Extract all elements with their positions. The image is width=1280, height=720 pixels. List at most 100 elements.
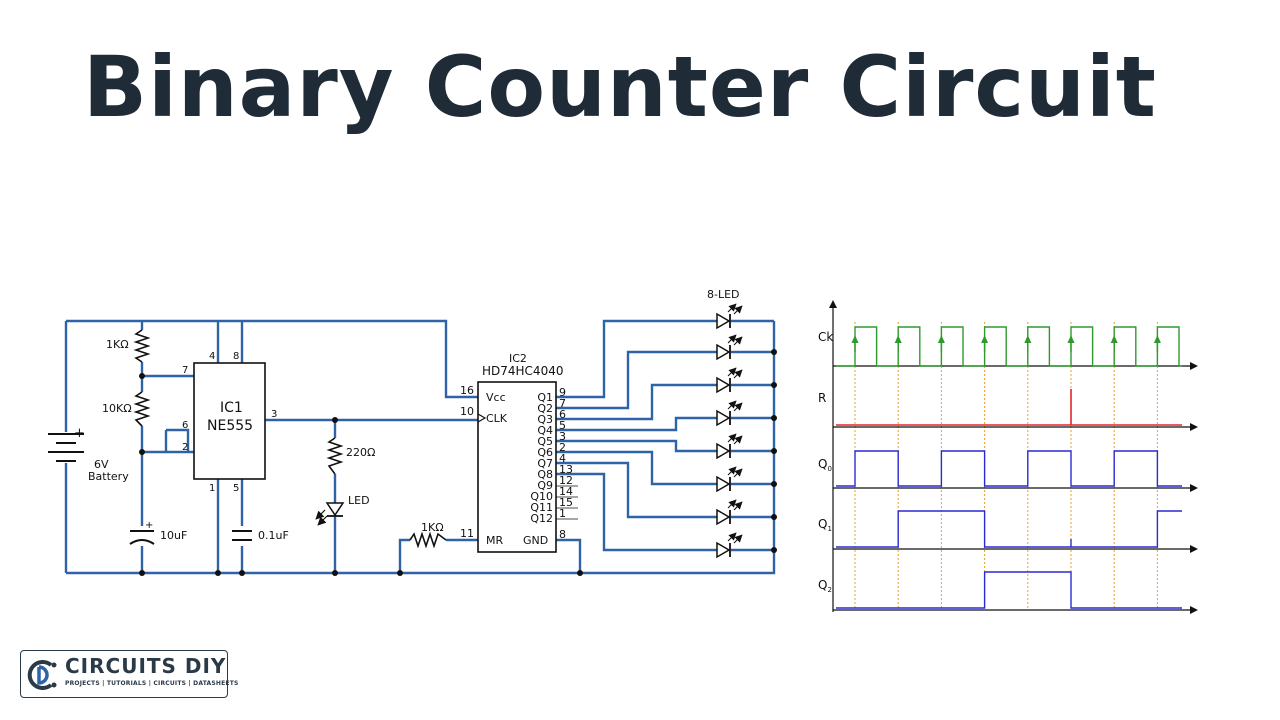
c1-plus: +	[145, 520, 153, 531]
wires	[64, 319, 776, 575]
output-led-5	[716, 433, 743, 460]
output-led-6	[716, 466, 743, 493]
q2-waveform	[836, 571, 1182, 609]
ic2-pin-label-q7: Q7	[537, 457, 553, 470]
ic2-gnd-label: GND	[523, 534, 548, 547]
signal-axis-arrow	[1190, 423, 1198, 431]
signal-label-2: Q0	[818, 457, 832, 473]
reset-waveform	[836, 389, 1182, 426]
indicator-led-symbol	[315, 502, 345, 526]
clk-edge-marker	[477, 413, 487, 423]
page-title: Binary Counter Circuit	[83, 38, 1157, 136]
ic2-pin-num-4: 4	[559, 452, 566, 465]
q1-waveform	[836, 510, 1182, 548]
ic2-body	[477, 381, 557, 553]
output-led-2	[716, 334, 743, 361]
c1-label: 10uF	[160, 529, 187, 542]
ic2-pin-num-7: 7	[559, 397, 566, 410]
q0-waveform	[836, 450, 1182, 487]
signal-axis-arrow	[1190, 484, 1198, 492]
battery-name-label: Battery	[88, 470, 129, 483]
ic2-ref: IC2	[509, 352, 527, 365]
ic1-pin-8: 8	[233, 351, 239, 362]
logo-brand: CIRCUITS DIY	[65, 654, 227, 678]
ic2-pin-num-3: 3	[559, 430, 566, 443]
ic1-pin-3: 3	[271, 409, 277, 420]
r1-label: 1KΩ	[106, 338, 129, 351]
r2-label: 10KΩ	[102, 402, 132, 415]
r4-label: 1KΩ	[421, 521, 444, 534]
capacitor-c1	[129, 530, 155, 545]
ic2-pin-num-9: 9	[559, 386, 566, 399]
ic1-pin-2: 2	[182, 442, 188, 453]
ic1-pin-7: 7	[182, 365, 188, 376]
ic2-pin-label-q11: Q11	[530, 501, 553, 514]
ic2-pin-label-q4: Q4	[537, 424, 553, 437]
ic2-pin-num-5: 5	[559, 419, 566, 432]
clock-waveform	[836, 326, 1182, 367]
ic2-pin-num-13: 13	[559, 463, 573, 476]
signal-label-3: Q1	[818, 517, 832, 533]
ic1-pin-4: 4	[209, 351, 215, 362]
signal-label-4: Q2	[818, 578, 832, 594]
ic2-pin-num-15: 15	[559, 496, 573, 509]
ic1-part: NE555	[207, 418, 253, 434]
circuits-diy-logo[interactable]: CIRCUITS DIY PROJECTS | TUTORIALS | CIRC…	[20, 650, 238, 698]
led-array	[716, 303, 743, 559]
capacitor-c2	[232, 530, 252, 541]
ic2-pin-label-q9: Q9	[537, 479, 553, 492]
output-led-4	[716, 400, 743, 427]
ic2-pin-num-16: 16	[460, 384, 474, 397]
ic2-pin-num-10: 10	[460, 405, 474, 418]
ic2-pin-label-clk: CLK	[486, 412, 508, 425]
output-led-8	[716, 532, 743, 559]
ic2-pin-label-mr: MR	[486, 534, 503, 547]
ic2-pin-num-6: 6	[559, 408, 566, 421]
ic2-pin-num-14: 14	[559, 485, 573, 498]
output-led-1	[716, 303, 743, 330]
led-label: LED	[348, 494, 370, 507]
logo-tagline: PROJECTS | TUTORIALS | CIRCUITS | DATASH…	[65, 680, 239, 687]
signal-axis-arrow	[1190, 545, 1198, 553]
ic2-pin-label-q5: Q5	[537, 435, 553, 448]
signal-axis-arrow	[1190, 606, 1198, 614]
r3-label: 220Ω	[346, 446, 375, 459]
ic2-pin-label-q12: Q12	[530, 512, 553, 525]
c2-label: 0.1uF	[258, 529, 289, 542]
led-array-label: 8-LED	[707, 288, 740, 301]
resistor-r4	[409, 531, 447, 549]
resistor-r2	[133, 391, 151, 427]
battery-voltage-label: 6V	[94, 458, 109, 471]
signal-axis-arrow	[1190, 362, 1198, 370]
signal-label-0: Ck	[818, 330, 833, 344]
ic2-pin-label-q3: Q3	[537, 413, 553, 426]
timing-axes	[833, 362, 1198, 614]
battery-plus: +	[74, 426, 85, 441]
ic1-pin-1: 1	[209, 483, 215, 494]
ic2-pin-label-vcc: Vcc	[486, 391, 506, 404]
junction-dots	[139, 349, 777, 576]
ic2-part: HD74HC4040	[482, 364, 563, 378]
output-led-3	[716, 367, 743, 394]
ic2-pin-label-q6: Q6	[537, 446, 553, 459]
ic2-pin-num-1: 1	[559, 507, 566, 520]
ic2-pin-num-2: 2	[559, 441, 566, 454]
ic1-ref: IC1	[220, 400, 243, 416]
ic1-pin-6: 6	[182, 420, 188, 431]
battery-symbol	[48, 433, 84, 462]
ic2-pin-label-q2: Q2	[537, 402, 553, 415]
resistor-r1	[133, 329, 151, 363]
output-led-7	[716, 499, 743, 526]
ic1-body	[193, 362, 266, 480]
ic2-gnd-num: 8	[559, 528, 566, 541]
ic2-pin-label-q10: Q10	[530, 490, 553, 503]
resistor-r3	[326, 437, 344, 475]
signal-label-1: R	[818, 391, 826, 405]
logo-mark-icon	[27, 660, 57, 690]
ic2-pin-num-11: 11	[460, 527, 474, 540]
